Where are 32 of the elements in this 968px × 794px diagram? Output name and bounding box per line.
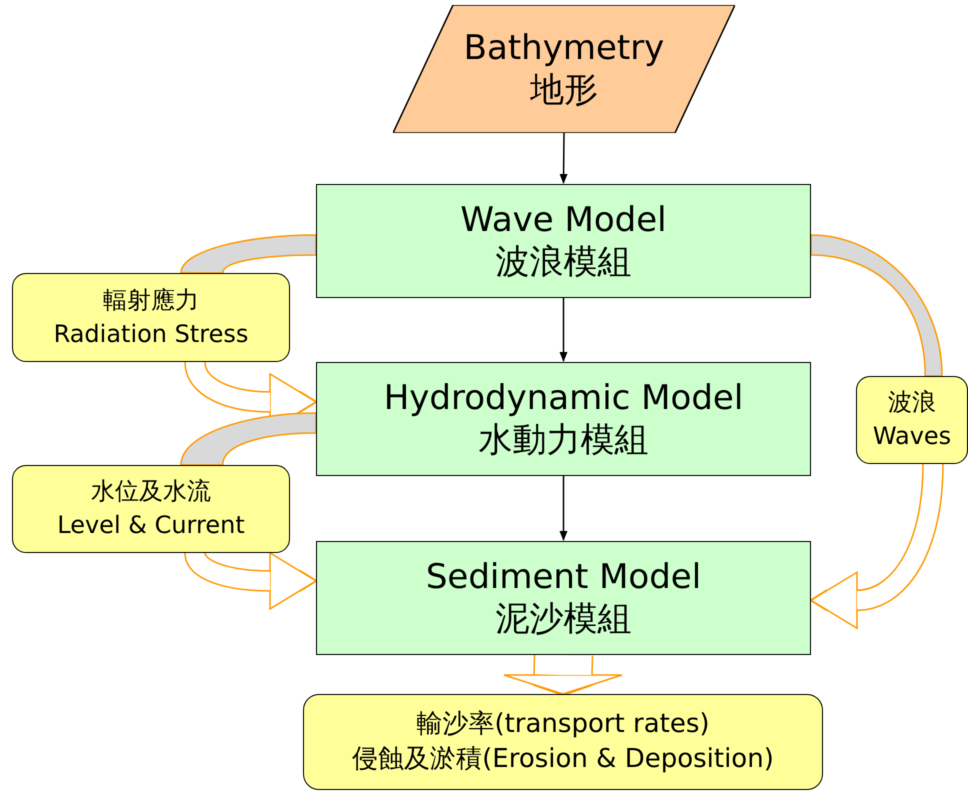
label-text: 侵蝕及淤積(Erosion & Deposition): [352, 743, 774, 776]
callout-box: [856, 376, 968, 464]
arrow: [560, 298, 568, 362]
label-text: Hydrodynamic Model: [384, 376, 744, 419]
arrow: [560, 476, 568, 541]
process-box: [316, 184, 811, 298]
process-box: [316, 541, 811, 655]
block-arrow: [810, 464, 944, 630]
curved-band: [180, 234, 317, 274]
label-text: Radiation Stress: [54, 318, 248, 350]
label-text: 波浪模組: [496, 241, 632, 284]
label-text: Bathymetry: [464, 26, 664, 69]
label-text: 水動力模組: [478, 419, 648, 462]
process-box: [316, 362, 811, 476]
label-text: Level & Current: [57, 510, 245, 541]
arrow: [560, 133, 568, 184]
input-parallelogram: [393, 5, 735, 133]
label-text: 波浪: [888, 387, 936, 418]
label-text: Sediment Model: [426, 556, 702, 598]
block-arrow: [184, 551, 317, 610]
output-box: [303, 694, 823, 790]
label-text: 地形: [530, 69, 598, 112]
curved-band: [180, 412, 317, 466]
callout-box: [12, 465, 290, 553]
label-text: 輻射應力: [103, 284, 199, 316]
callout-box: [12, 273, 290, 362]
label-text: Wave Model: [460, 198, 667, 241]
label-text: 泥沙模組: [496, 598, 632, 640]
label-text: 水位及水流: [91, 476, 211, 508]
curved-band: [810, 234, 943, 377]
label-text: Waves: [872, 421, 952, 452]
label-text: 輸沙率(transport rates): [416, 708, 710, 741]
